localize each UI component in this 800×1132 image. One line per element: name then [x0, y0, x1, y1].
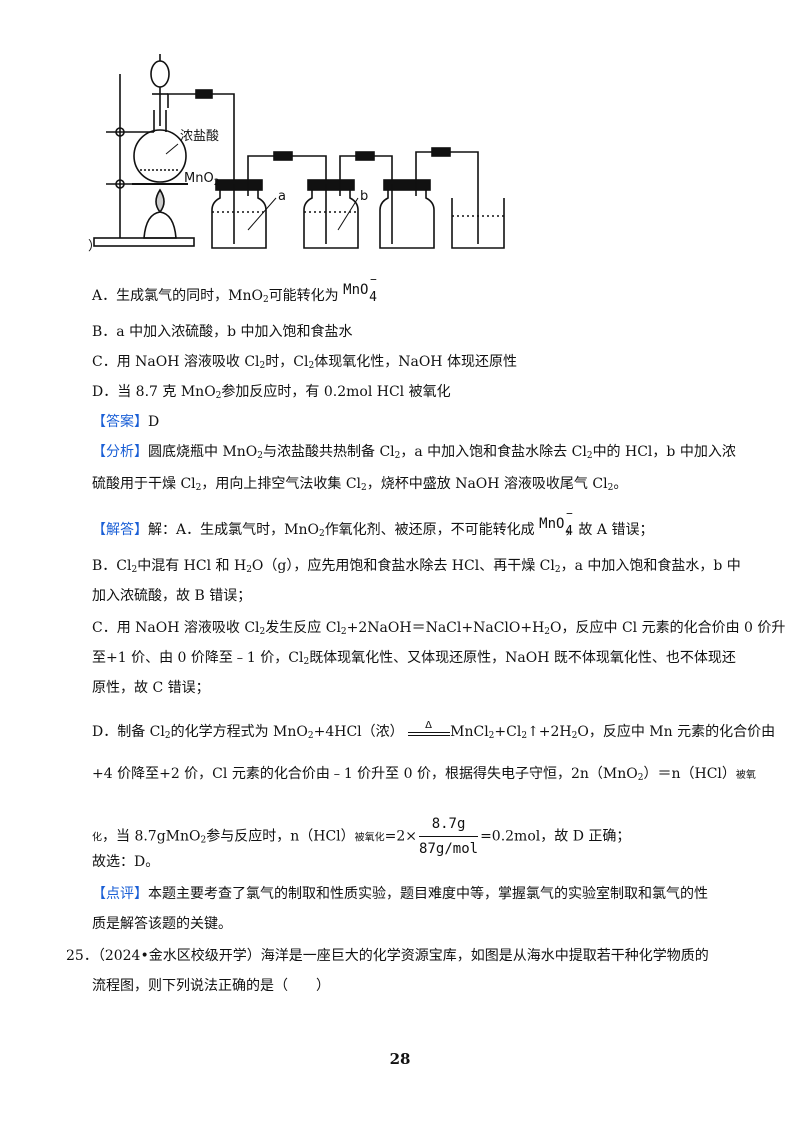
analysis-tag: 【分析】	[92, 444, 148, 460]
comment-tag: 【点评】	[92, 886, 148, 902]
option-b: B．a 中加入浓硫酸，b 中加入饱和食盐水	[92, 324, 353, 340]
solution-conclusion: 故选：D。	[92, 854, 160, 870]
solution-b-line2: 加入浓硫酸，故 B 错误；	[92, 588, 252, 604]
paren-close: ）	[88, 239, 101, 254]
label-bottle-a: a	[278, 189, 286, 204]
solution-tag: 【解答】	[92, 522, 148, 538]
question-25-line2: 流程图，则下列说法正确的是（ ）	[92, 978, 330, 994]
answer-value: D	[148, 414, 160, 430]
label-mno2: MnO2	[184, 171, 219, 188]
solution-c-line1: C．用 NaOH 溶液吸收 Cl2发生反应 Cl2+2NaOH＝NaCl+NaC…	[92, 620, 786, 637]
solution-d-line2: +4 价降至+2 价，Cl 元素的化合价由﹣1 价升至 0 价，根据得失电子守恒…	[92, 766, 756, 783]
solution-c-line2: 至+1 价、由 0 价降至﹣1 价，Cl2既体现氧化性、又体现还原性，NaOH …	[92, 650, 736, 667]
analysis-paragraph: 【分析】圆底烧瓶中 MnO2与浓盐酸共热制备 Cl2，a 中加入饱和食盐水除去 …	[92, 444, 736, 493]
stand-base	[93, 237, 195, 247]
solution-b-line1: B．Cl2中混有 HCl 和 H2O（g），应先用饱和食盐水除去 HCl、再干燥…	[92, 558, 741, 575]
answer-tag: 【答案】	[92, 414, 148, 430]
solution-c-line3: 原性，故 C 错误；	[92, 680, 210, 696]
option-c: C．用 NaOH 溶液吸收 Cl2时，Cl2体现氧化性，NaOH 体现还原性	[92, 354, 517, 371]
answer: 【答案】D	[92, 412, 159, 432]
label-concentrated-hcl: 浓盐酸	[180, 129, 219, 144]
label-bottle-b: b	[360, 189, 368, 204]
comment-line1: 【点评】本题主要考查了氯气的制取和性质实验，题目难度中等，掌握氯气的实验室制取和…	[92, 886, 708, 902]
question-25-line1: 25．（2024•金水区校级开学）海洋是一座巨大的化学资源宝库，如图是从海水中提…	[66, 948, 709, 964]
page-number: 28	[389, 1050, 411, 1068]
chlorine-apparatus-figure: 浓盐酸 MnO2 a b ）	[88, 54, 505, 254]
option-d: D．当 8.7 克 MnO2参加反应时，有 0.2mol HCl 被氧化	[92, 384, 451, 401]
heating-condition-arrow: Δ	[408, 720, 451, 740]
comment-line2: 质是解答该题的关键。	[92, 916, 232, 932]
